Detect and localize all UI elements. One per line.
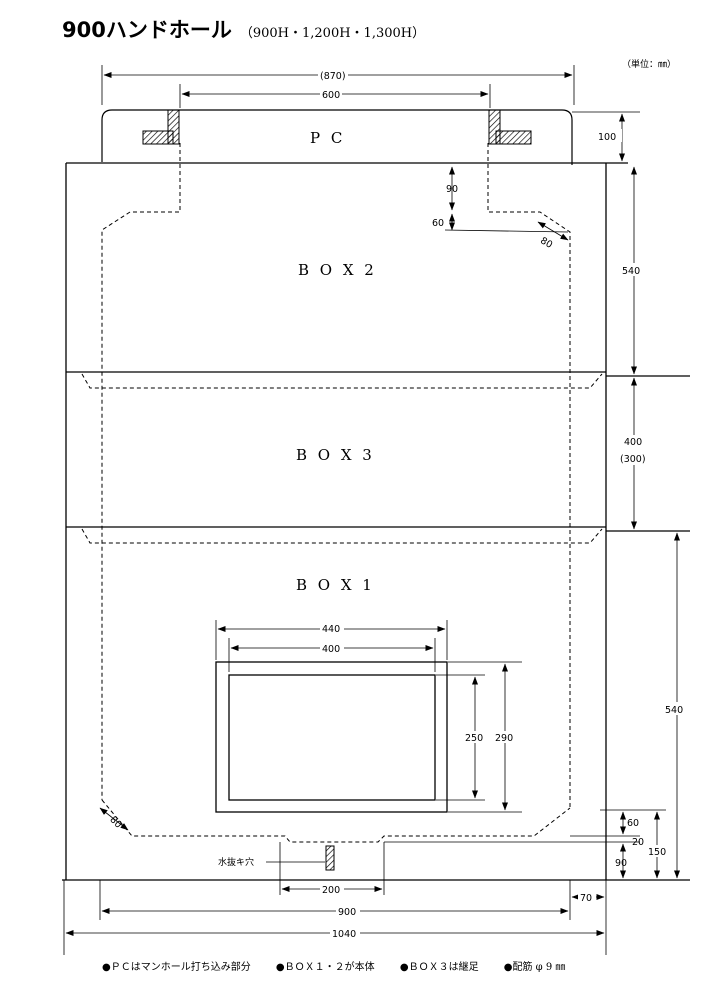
label-box3: B O X 3 (296, 446, 375, 464)
dim-540-bottom: 540 (665, 705, 683, 716)
dim-870: (870) (320, 71, 346, 82)
dim-200: 200 (322, 885, 340, 896)
unit-label: （単位：㎜） (622, 60, 677, 70)
dim-60-bottom: 60 (627, 818, 639, 829)
note-1: ●ＰＣはマンホール打ち込み部分 (102, 962, 251, 973)
dim-60-top: 60 (432, 218, 444, 229)
label-box2: B O X 2 (298, 261, 377, 279)
dim-100: 100 (598, 132, 616, 143)
dim-300: (300) (620, 454, 646, 465)
dim-70: 70 (580, 893, 592, 904)
notes: ●ＰＣはマンホール打ち込み部分 ●ＢＯＸ１・２が本体 ●ＢＯＸ３は継足 ●配筋 … (102, 958, 587, 973)
dim-80-top: 80 (538, 235, 554, 251)
label-box1: B O X 1 (296, 576, 375, 594)
title-text: 900ハンドホール (62, 18, 232, 42)
note-4: ●配筋 φ 9 ㎜ (503, 962, 566, 973)
pc-hatch-right (488, 109, 532, 145)
box-outlines (62, 162, 690, 881)
dim-900: 900 (338, 907, 356, 918)
label-pc: P C (310, 129, 345, 147)
dim-400: 400 (624, 437, 642, 448)
dim-290: 290 (495, 733, 513, 744)
dimension-labels: (870) 600 100 90 60 80 540 400 (300) 540… (107, 69, 690, 940)
dim-400-opening: 400 (322, 644, 340, 655)
dimension-lines (63, 65, 680, 955)
dim-150: 150 (648, 847, 666, 858)
dim-540-top: 540 (622, 266, 640, 277)
dim-20: 20 (632, 837, 644, 848)
dim-90-bottom: 90 (615, 858, 627, 869)
page-title: 900ハンドホール （900H・1,200H・1,300H） (62, 14, 425, 44)
dim-90-top: 90 (446, 184, 458, 195)
dim-600: 600 (322, 90, 340, 101)
note-2: ●ＢＯＸ１・２が本体 (275, 962, 375, 973)
opening (215, 661, 448, 813)
dim-1040: 1040 (332, 929, 356, 940)
pc-hatch-left (142, 109, 180, 145)
inner-dashed (81, 143, 603, 843)
pc-cap (101, 109, 573, 165)
dim-80-bottom: 80 (107, 814, 123, 830)
label-drain: 水抜キ穴 (218, 856, 254, 868)
dim-250: 250 (465, 733, 483, 744)
subtitle-text: （900H・1,200H・1,300H） (239, 26, 426, 41)
dim-440: 440 (322, 624, 340, 635)
note-3: ●ＢＯＸ３は継足 (399, 962, 479, 973)
drain-hole (325, 845, 335, 871)
